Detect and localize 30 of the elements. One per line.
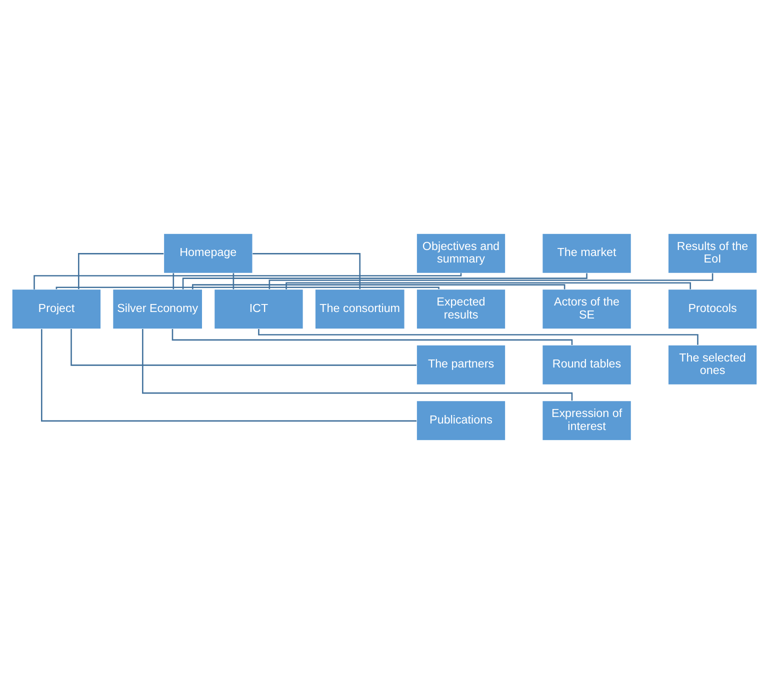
connector [192, 284, 566, 290]
connector [142, 329, 573, 401]
node-box: The partners [416, 344, 506, 385]
node-box: Publications [416, 400, 506, 441]
connector [252, 253, 361, 290]
node-box: Objectives and summary [416, 233, 506, 274]
node-box: Expression of interest [542, 400, 632, 441]
node-box: Results of the EoI [668, 233, 758, 274]
node-box: The selected ones [668, 344, 758, 385]
connector [268, 273, 714, 290]
connector [172, 328, 573, 345]
connector [286, 282, 691, 290]
node-box: Expected results [416, 289, 506, 330]
connector [182, 273, 588, 290]
node-box: The consortium [314, 289, 405, 330]
node-box: Project [12, 289, 102, 330]
node-box: ICT [214, 289, 304, 330]
connector [232, 273, 234, 290]
connector [56, 286, 440, 290]
connector [70, 329, 416, 366]
node-box: Protocols [668, 289, 758, 330]
connector [41, 329, 417, 422]
connector [258, 329, 698, 345]
node-box: Silver Economy [112, 289, 203, 330]
node-box: Actors of the SE [542, 289, 632, 330]
node-box: Homepage [163, 233, 253, 274]
node-box: Round tables [542, 344, 632, 385]
connector [78, 253, 164, 290]
connector [172, 273, 174, 290]
node-box: The market [542, 233, 632, 274]
